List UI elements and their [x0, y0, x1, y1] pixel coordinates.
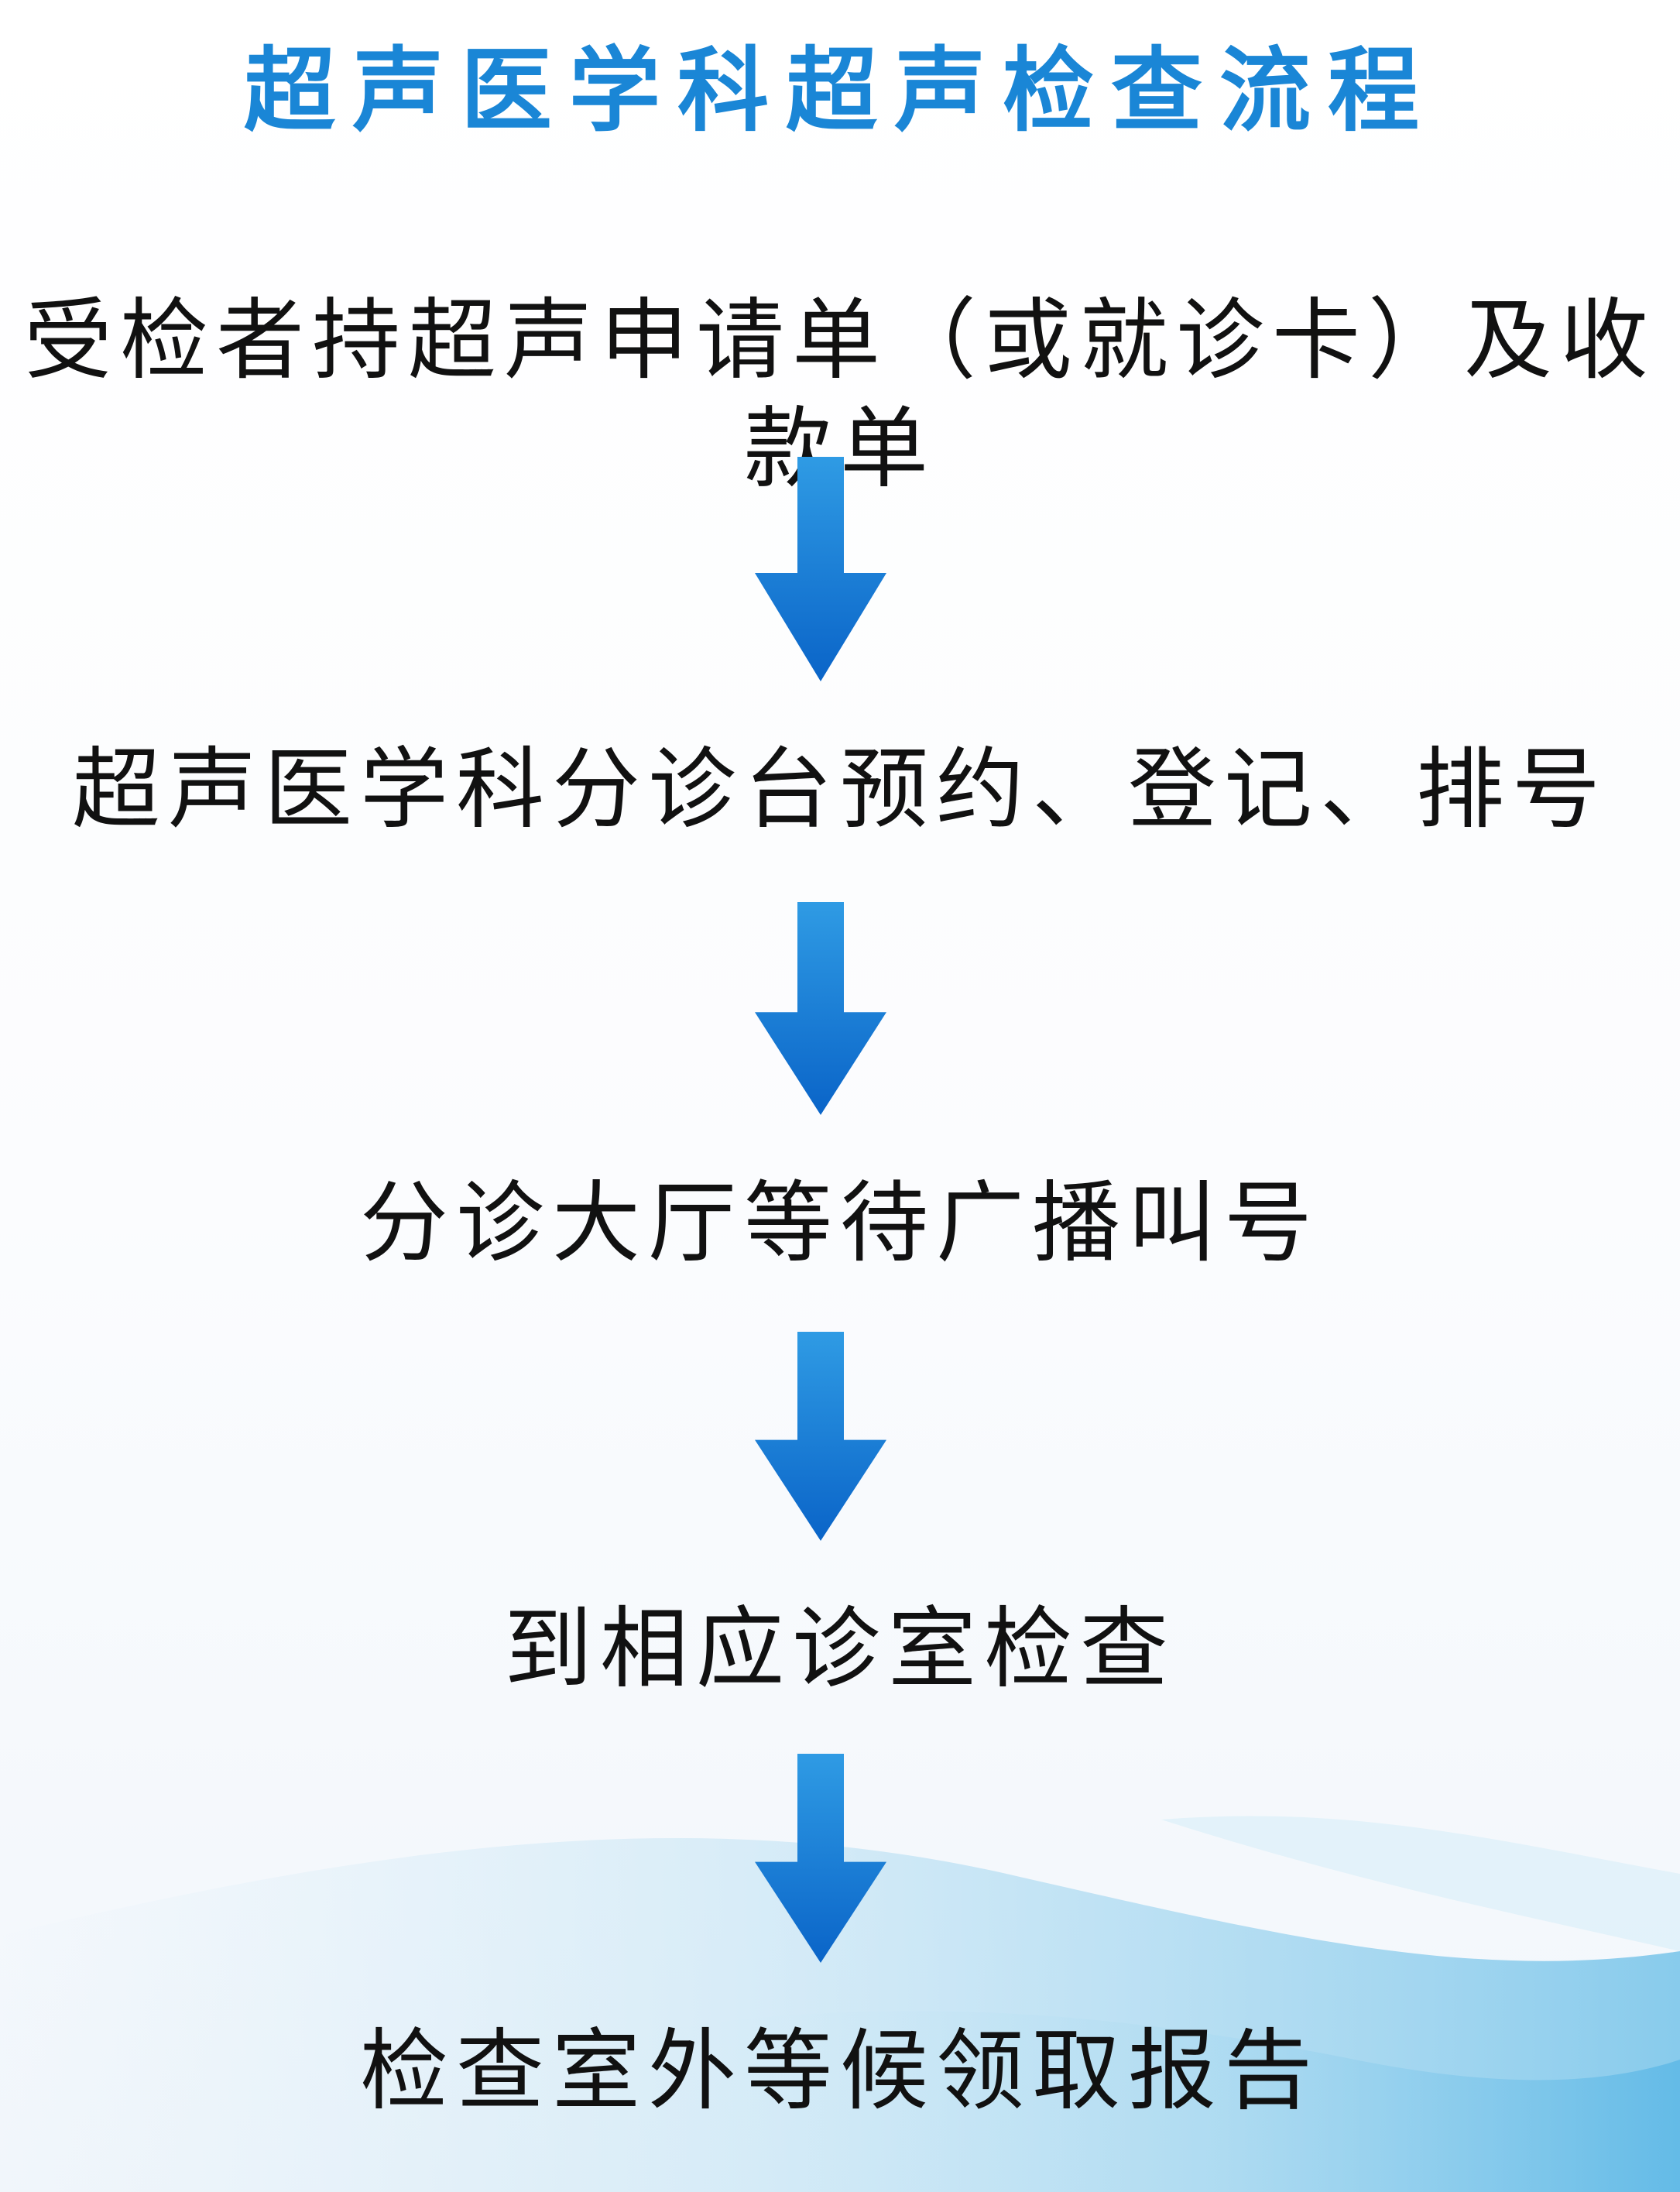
down-arrow-icon — [755, 1332, 886, 1541]
down-arrow-icon — [755, 1754, 886, 1963]
down-arrow-icon — [755, 902, 886, 1115]
step-3-label: 分诊大厅等待广播叫号 — [359, 1171, 1320, 1274]
step-4-label: 到相应诊室检查 — [503, 1597, 1176, 1700]
step-2-label: 超声医学科分诊台预约、登记、排号 — [71, 738, 1608, 841]
step-5-label: 检查室外等候领取报告 — [359, 2019, 1320, 2122]
down-arrow-icon — [755, 457, 886, 681]
page-title: 超声医学科超声检查流程 — [243, 37, 1436, 144]
step-1-label: 受检者持超声申请单（或就诊卡）及收款单 — [23, 289, 1656, 500]
